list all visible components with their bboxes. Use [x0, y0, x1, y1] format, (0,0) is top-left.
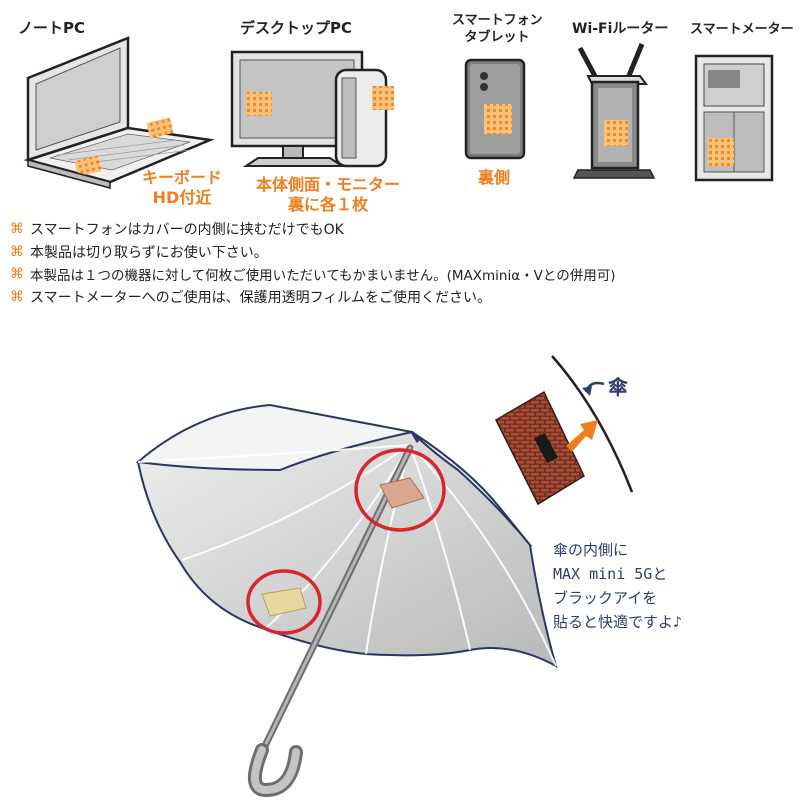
sticker-icon: [146, 117, 174, 139]
smartphone-illustration: [464, 58, 526, 160]
sticker-icon: [261, 587, 307, 617]
usage-notes: ⌘ スマートフォンはカバーの内側に挟むだけでもOK ⌘ 本製品は切り取らずにお使…: [10, 218, 790, 308]
note-text: スマートメーターへのご使用は、保護用透明フィルムをご使用ください。: [30, 289, 492, 306]
laptop-title-line: ノートPC: [18, 19, 86, 37]
command-key-icon: ⌘: [10, 288, 24, 305]
orange-arrow-icon: [566, 420, 598, 452]
desktop-placement-label: 本体側面・モニター 裏に各１枚: [238, 175, 418, 215]
desktop-illustration: [230, 50, 394, 168]
note-text: スマートフォンはカバーの内側に挟むだけでもOK: [30, 222, 344, 239]
note-item: ⌘ 本製品は切り取らずにお使い下さい。: [10, 241, 790, 264]
note-item: ⌘ 本製品は１つの機器に対して何枚ご使用いただいてもかまいません。(MAXmin…: [10, 263, 790, 286]
smartphone-title-line1: スマートフォン: [452, 13, 543, 28]
router-illustration: [572, 43, 656, 179]
sticker-icon: [484, 104, 512, 134]
sticker-icon: [708, 138, 734, 166]
laptop-placement-line1: キーボード: [141, 168, 222, 187]
caption-line: 貼ると快適ですよ♪: [553, 613, 683, 631]
smartphone-placement-line1: 裏側: [477, 168, 510, 187]
desktop-title: デスクトップPC: [240, 20, 352, 37]
laptop-placement-label: キーボード HD付近: [132, 168, 232, 208]
router-title-line: Wi-Fiルーター: [572, 21, 669, 37]
command-key-icon: ⌘: [10, 221, 24, 238]
meter-title-line: スマートメーター: [690, 22, 794, 37]
smartphone-title-line2: タブレット: [464, 30, 530, 45]
command-key-icon: ⌘: [10, 243, 24, 260]
umbrella-caption: 傘の内側に MAX mini 5Gと ブラックアイを 貼ると快適ですよ♪: [553, 538, 682, 634]
meter-illustration: [694, 54, 774, 182]
smartphone-title: スマートフォン タブレット: [452, 12, 543, 46]
desktop-title-line: デスクトップPC: [240, 19, 353, 37]
laptop-title: ノートPC: [18, 20, 85, 37]
sticker-icon: [74, 155, 102, 177]
note-text: 本製品は１つの機器に対して何枚ご使用いただいてもかまいません。(MAXminiα…: [30, 268, 616, 285]
caption-line: MAX mini 5Gと: [553, 565, 668, 583]
smartphone-placement-label: 裏側: [464, 168, 524, 188]
highlight-circle: [246, 569, 322, 635]
caption-line: ブラックアイを: [553, 589, 658, 607]
meter-title: スマートメーター: [690, 20, 794, 38]
sticker-icon: [246, 92, 272, 116]
sticker-icon: [379, 477, 425, 509]
desktop-placement-line2: 裏に各１枚: [287, 195, 368, 214]
laptop-placement-line2: HD付近: [152, 188, 212, 207]
note-item: ⌘ スマートフォンはカバーの内側に挟むだけでもOK: [10, 218, 790, 241]
black-eye-icon: [534, 432, 558, 464]
note-item: ⌘ スマートメーターへのご使用は、保護用透明フィルムをご使用ください。: [10, 286, 790, 309]
inset-detail: [495, 355, 634, 506]
caption-line: 傘の内側に: [553, 541, 629, 559]
router-title: Wi-Fiルーター: [572, 20, 668, 38]
note-text: 本製品は切り取らずにお使い下さい。: [30, 244, 268, 261]
desktop-placement-line1: 本体側面・モニター: [255, 175, 400, 194]
sticker-icon: [372, 86, 394, 110]
umbrella-arrow-label: 傘: [608, 375, 628, 399]
sticker-icon: [604, 120, 628, 146]
command-key-icon: ⌘: [10, 266, 24, 283]
laptop-illustration: [23, 36, 215, 189]
umbrella-illustration: [135, 403, 558, 798]
highlight-circle: [354, 448, 446, 532]
